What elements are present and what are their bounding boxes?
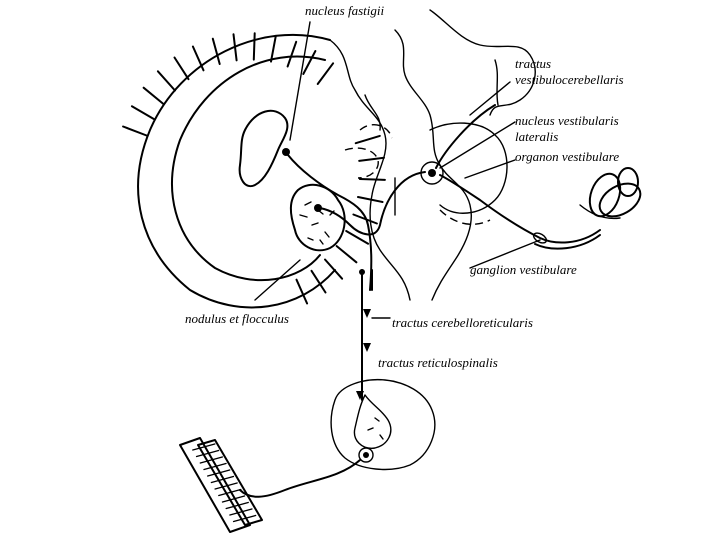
- label-ganglion-vestibulare: ganglion vestibulare: [470, 263, 577, 276]
- folium-stripe: [132, 106, 154, 119]
- folium-stripe: [158, 71, 175, 90]
- folium-stripe: [175, 58, 189, 80]
- label-nucleus-vestibularis: nucleus vestibularis: [515, 114, 619, 127]
- spinal-cord-section: [331, 380, 435, 470]
- folium-stripe: [356, 136, 380, 143]
- folium-stripe: [325, 260, 342, 279]
- label-tractus: tractus: [515, 57, 551, 70]
- label-nucleus-fastigii: nucleus fastigii: [305, 4, 384, 17]
- muscle-fibers: [180, 438, 262, 532]
- folium-stripe: [213, 39, 220, 64]
- organon-vestibulare: [580, 168, 646, 223]
- motor-nerve: [240, 460, 360, 497]
- folium-stripe: [297, 280, 308, 304]
- label-lateralis: lateralis: [515, 130, 558, 143]
- folium-stripe: [337, 246, 357, 262]
- folium-stripe: [254, 33, 255, 59]
- folium-stripe: [318, 63, 333, 84]
- folium-stripe: [123, 127, 147, 136]
- nucleus-fastigii-shape: [240, 111, 288, 186]
- label-tractus-cerebelloreticularis: tractus cerebelloreticularis: [392, 316, 533, 329]
- brainstem: [330, 10, 535, 300]
- label-nodulus-et-flocculus: nodulus et flocculus: [185, 312, 289, 325]
- folium-stripe: [360, 179, 385, 180]
- cerebellum: [123, 33, 385, 307]
- label-vestibulocerebellaris: vestibulocerebellaris: [515, 73, 624, 86]
- folium-stripe: [288, 42, 297, 67]
- label-tractus-reticulospinalis: tractus reticulospinalis: [378, 356, 498, 369]
- label-organon-vestibulare: organon vestibulare: [515, 150, 619, 163]
- folium-stripe: [144, 88, 164, 104]
- folium-stripe: [359, 158, 384, 161]
- folium-stripe: [193, 47, 204, 71]
- folium-stripe: [346, 231, 368, 244]
